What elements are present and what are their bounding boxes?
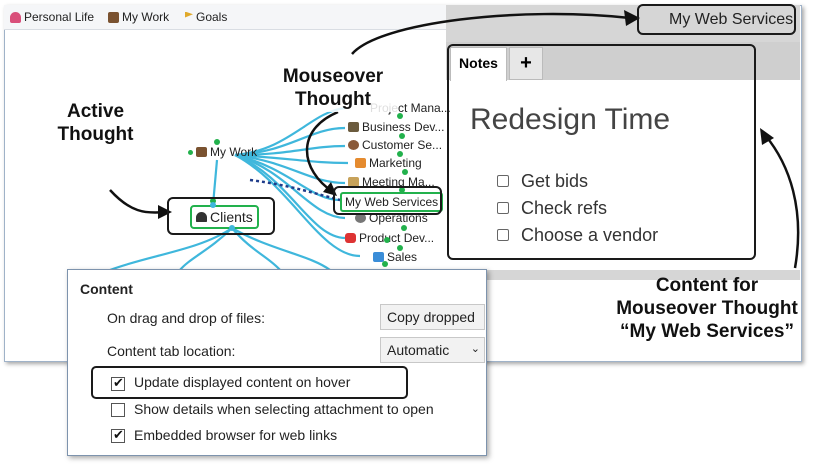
thought-label: Customer Se...	[362, 138, 443, 152]
thought-parent[interactable]: My Work	[188, 145, 257, 159]
drag-drop-select[interactable]: Copy dropped	[380, 304, 485, 330]
tab-location-select[interactable]: Automatic ⌄	[380, 337, 485, 363]
thought-child[interactable]: Sales	[373, 250, 417, 264]
select-value: Copy dropped	[387, 309, 475, 325]
show-details-checkbox[interactable]	[111, 403, 125, 417]
briefcase-icon	[348, 122, 359, 132]
callout-mouseover-thought	[333, 186, 442, 215]
embedded-browser-checkbox[interactable]	[111, 427, 125, 443]
update-on-hover-checkbox[interactable]	[111, 375, 125, 391]
bar-chart-icon	[373, 252, 384, 262]
checkbox-label: Embedded browser for web links	[134, 427, 338, 443]
callout-window-title	[637, 4, 796, 35]
tab-add[interactable]: +	[509, 47, 543, 80]
tab-label: Notes	[459, 55, 498, 71]
car-icon	[345, 233, 356, 243]
add-tab-label: +	[520, 52, 532, 74]
note-checkbox[interactable]	[497, 175, 509, 187]
briefcase-icon	[108, 11, 119, 23]
checkbox-label: Show details when selecting attachment t…	[134, 401, 434, 417]
drag-drop-label: On drag and drop of files:	[107, 310, 265, 326]
thought-mouseover[interactable]: My Web Services	[340, 192, 444, 212]
annotation-mouseover-thought: Mouseover Thought	[268, 66, 398, 112]
bookmark-label: Goals	[196, 10, 228, 24]
thought-label: Meeting Ma...	[362, 175, 435, 189]
thought-label: Marketing	[369, 156, 422, 170]
thought-child[interactable]: Product Dev...	[345, 231, 434, 245]
thought-label: Product Dev...	[359, 231, 435, 245]
annotation-content-for: Content for Mouseover Thought “My Web Se…	[616, 275, 798, 342]
note-item: Get bids	[521, 171, 589, 191]
thought-label: My Web Services	[345, 195, 439, 209]
window-title: My Web Services	[669, 11, 794, 28]
handshake-icon	[348, 177, 359, 187]
thought-child[interactable]: Business Dev...	[348, 120, 444, 134]
note-title[interactable]: Redesign Time	[470, 103, 671, 136]
chart-icon	[355, 158, 366, 168]
bookmark-goals[interactable]: Goals	[185, 10, 227, 24]
thought-label: Sales	[387, 250, 418, 264]
note-checkbox[interactable]	[497, 202, 509, 214]
thought-child[interactable]: Marketing	[355, 156, 422, 170]
thought-label: My Work	[210, 145, 258, 159]
bookmark-bar: Personal Life My Work Goals	[4, 5, 446, 30]
gear-icon	[355, 213, 366, 223]
thought-label: Clients	[210, 209, 253, 225]
person-icon	[348, 140, 359, 150]
person-icon	[10, 11, 21, 23]
settings-section-title: Content	[80, 281, 133, 297]
note-checkbox[interactable]	[497, 229, 509, 241]
tab-notes[interactable]: Notes	[450, 47, 507, 81]
thought-active[interactable]: Clients	[190, 205, 259, 229]
bookmark-my-work[interactable]: My Work	[108, 10, 169, 24]
hat-icon	[196, 212, 207, 222]
callout-active-thought	[167, 197, 275, 235]
gate-dot	[188, 149, 193, 155]
thought-child[interactable]: Customer Se...	[348, 138, 442, 152]
tab-location-label: Content tab location:	[107, 343, 236, 359]
select-value: Automatic	[387, 342, 450, 358]
note-item: Choose a vendor	[521, 225, 659, 245]
annotation-active-thought: Active Thought	[57, 101, 134, 145]
thought-child[interactable]: Meeting Ma...	[348, 175, 435, 189]
note-item: Check refs	[521, 198, 608, 218]
thought-label: Business Dev...	[362, 120, 445, 134]
briefcase-icon	[196, 147, 207, 157]
callout-notes	[447, 44, 756, 260]
bookmark-label: My Work	[122, 10, 170, 24]
checkbox-label: Update displayed content on hover	[134, 374, 351, 390]
bookmark-personal-life[interactable]: Personal Life	[10, 10, 94, 24]
bookmark-label: Personal Life	[24, 10, 95, 24]
flag-icon	[185, 11, 193, 18]
callout-update-on-hover	[91, 366, 408, 399]
chevron-down-icon: ⌄	[470, 343, 480, 355]
